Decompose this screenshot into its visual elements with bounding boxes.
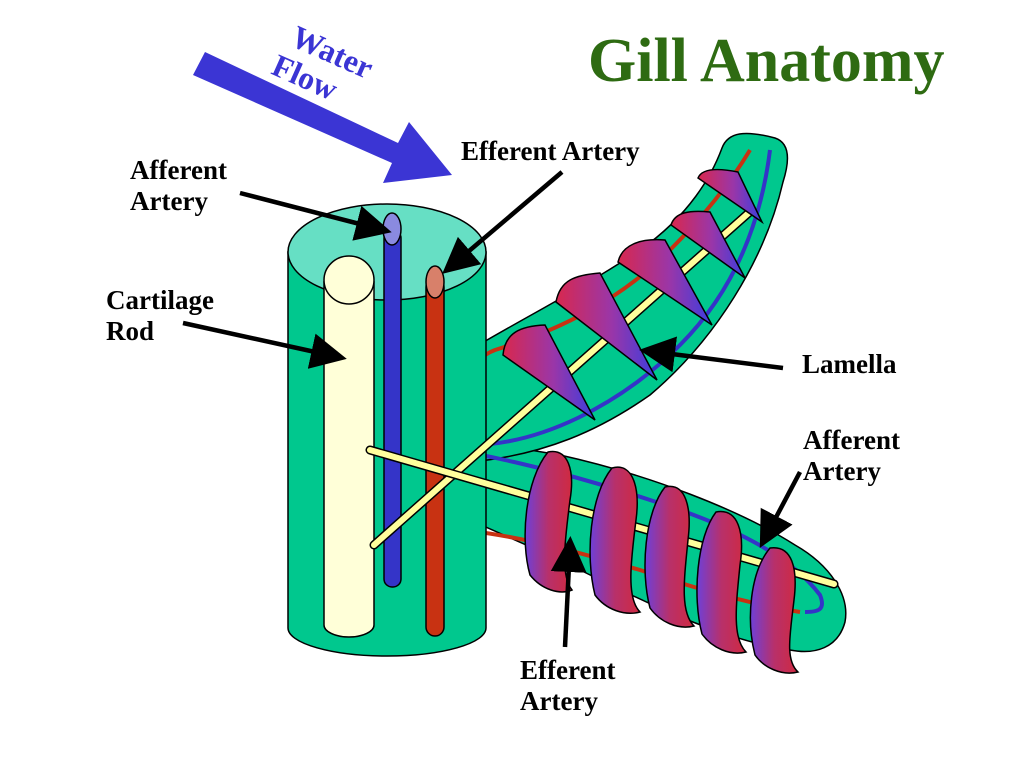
lamella-cone bbox=[502, 324, 596, 421]
lamella-coil bbox=[644, 485, 696, 628]
lamella-cone bbox=[670, 210, 746, 279]
afferent-artery-right-label: Afferent Artery bbox=[803, 425, 900, 487]
afferent-artery-right-line1: Afferent bbox=[803, 425, 900, 455]
lamella-cone bbox=[555, 272, 658, 381]
efferent-artery-bottom-arrow bbox=[550, 536, 587, 648]
lower-lamellae bbox=[524, 450, 800, 674]
lamella-arrow bbox=[639, 336, 784, 373]
pointer-arrows bbox=[182, 170, 802, 648]
afferent-artery-left-arrow bbox=[239, 190, 392, 241]
afferent-artery-left-label: Afferent Artery bbox=[130, 155, 227, 217]
efferent-artery-bottom-label: Efferent Artery bbox=[520, 655, 615, 717]
efferent-artery-bottom-line2: Artery bbox=[520, 685, 598, 716]
lamella-coil bbox=[749, 547, 800, 674]
water-flow-arrow bbox=[193, 52, 452, 183]
efferent-artery-top-arrow bbox=[442, 170, 564, 274]
lamella-cone bbox=[617, 238, 713, 326]
afferent-artery-left-line1: Afferent bbox=[130, 155, 227, 185]
lamella-cone bbox=[697, 168, 764, 225]
efferent-artery-bottom-line1: Efferent bbox=[520, 655, 616, 685]
afferent-artery-right-line2: Artery bbox=[803, 455, 881, 486]
cartilage-rod-line2: Rod bbox=[106, 315, 155, 346]
efferent-artery-top-text: Efferent Artery bbox=[461, 136, 640, 166]
cartilage-rod-label: Cartilage Rod bbox=[106, 285, 214, 347]
efferent-artery-vessel bbox=[425, 265, 445, 637]
efferent-artery-top-label: Efferent Artery bbox=[461, 136, 640, 167]
afferent-artery-right-arrow bbox=[759, 470, 802, 548]
lamella-coil bbox=[589, 466, 642, 614]
lower-filament-afferent-vessel bbox=[389, 438, 825, 614]
upper-filament-afferent-vessel bbox=[469, 149, 772, 447]
cartilage-rod-line1: Cartilage bbox=[106, 285, 214, 315]
cartilage-rod bbox=[323, 255, 375, 638]
lamella-label: Lamella bbox=[802, 349, 897, 380]
lamella-text: Lamella bbox=[802, 349, 897, 379]
lamella-coil bbox=[696, 510, 748, 654]
upper-lamellae bbox=[502, 168, 764, 421]
page-title: Gill Anatomy bbox=[588, 27, 945, 95]
cartilage-rod-arrow bbox=[182, 320, 347, 369]
afferent-artery-left-line2: Artery bbox=[130, 185, 208, 216]
